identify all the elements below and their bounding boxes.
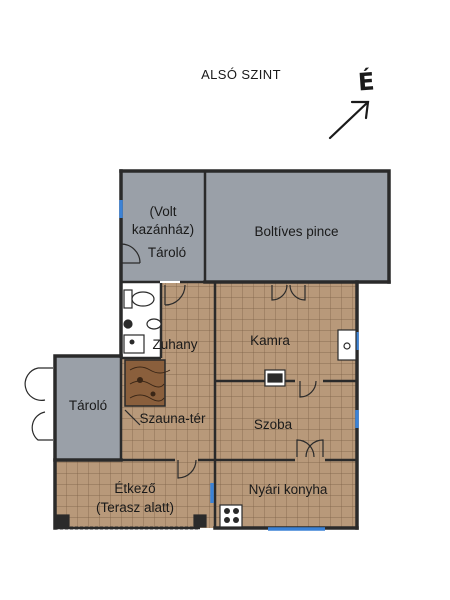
- door-szoba-south: [296, 439, 324, 458]
- wall-tarolo-west: [53, 354, 123, 462]
- room-tarolo-west-fill: [55, 356, 121, 460]
- label-szauna-ter: Szauna-tér: [139, 411, 206, 426]
- door-kamra-double: [271, 284, 306, 301]
- door-etkezo: [177, 459, 197, 479]
- north-arrow-icon: [328, 100, 370, 140]
- label-nyari-konyha: Nyári konyha: [248, 482, 328, 497]
- door-wc: [164, 284, 186, 306]
- pillar-right: [193, 514, 207, 528]
- washing-machine: [123, 319, 133, 329]
- shower-tray: [123, 334, 145, 354]
- plan-title: ALSÓ SZINT: [201, 67, 281, 82]
- wall-wc: [121, 283, 163, 360]
- label-volt-kazanhaz-line3: Tároló: [147, 245, 187, 260]
- label-etkezo-line1: Étkező: [114, 481, 156, 496]
- label-volt-kazanhaz-line1: (Volt: [149, 204, 177, 219]
- sink: [146, 318, 162, 330]
- door-tarolo-west: [24, 367, 53, 441]
- door-sauna: [124, 409, 141, 426]
- label-zuhany: Zuhany: [152, 337, 198, 352]
- toilet-bowl: [131, 291, 155, 307]
- door-kazanhaz: [120, 243, 141, 264]
- label-etkezo-line2: (Terasz alatt): [95, 500, 175, 515]
- label-boltives-pince: Boltíves pince: [254, 224, 339, 239]
- wall-outer-north: [119, 169, 391, 284]
- floor-kamra-szoba: [215, 283, 357, 460]
- label-tarolo-west: Tároló: [68, 398, 108, 413]
- door-szoba: [299, 380, 317, 398]
- pillar-left: [56, 514, 70, 528]
- label-kamra: Kamra: [250, 333, 290, 348]
- floor-etkezo: [55, 460, 215, 528]
- room-boltives-pince-fill: [205, 172, 388, 281]
- label-volt-kazanhaz-line2: kazánház): [131, 222, 195, 237]
- north-letter: É: [357, 67, 376, 97]
- label-szoba: Szoba: [253, 417, 293, 432]
- stove: [219, 504, 243, 528]
- toilet-tank: [123, 289, 133, 309]
